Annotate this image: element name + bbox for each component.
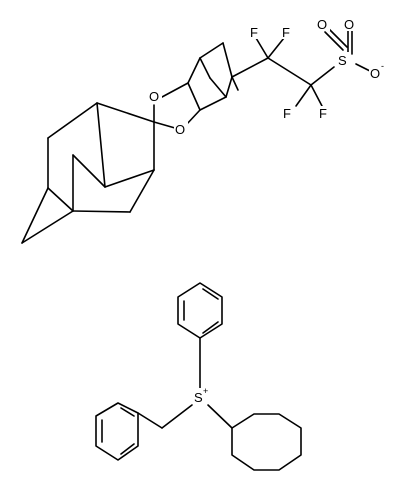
adamantane-cage	[21, 102, 155, 244]
dioxolane-ring	[153, 82, 201, 129]
fluorine-3-label: F	[283, 106, 291, 121]
ketal-oxygen-1-label: O	[149, 89, 159, 104]
sulfonyl-oxygen-2-label: O	[344, 17, 354, 32]
fluorine-1-label: F	[250, 25, 258, 40]
anionic-oxygen-label: O	[370, 66, 380, 81]
sulfonium-sulfur-label: S	[194, 390, 203, 405]
fluorine-2-label: F	[282, 25, 290, 40]
norbornane-ring	[187, 42, 239, 111]
sulfonate-sulfur-label: S	[338, 53, 347, 68]
negative-charge-label: -	[381, 61, 384, 71]
atom-labels: O O F F F F S O O O - S +	[148, 16, 384, 405]
tetrafluoroethyl-chain	[231, 37, 335, 107]
phenyl-ring-right	[207, 404, 302, 471]
ketal-oxygen-2-label: O	[175, 122, 185, 137]
phenyl-ring-left	[95, 402, 193, 461]
sulfonyl-oxygen-1-label: O	[317, 17, 327, 32]
phenyl-ring-top	[177, 282, 223, 389]
positive-charge-label: +	[203, 386, 208, 396]
fluorine-4-label: F	[319, 106, 327, 121]
